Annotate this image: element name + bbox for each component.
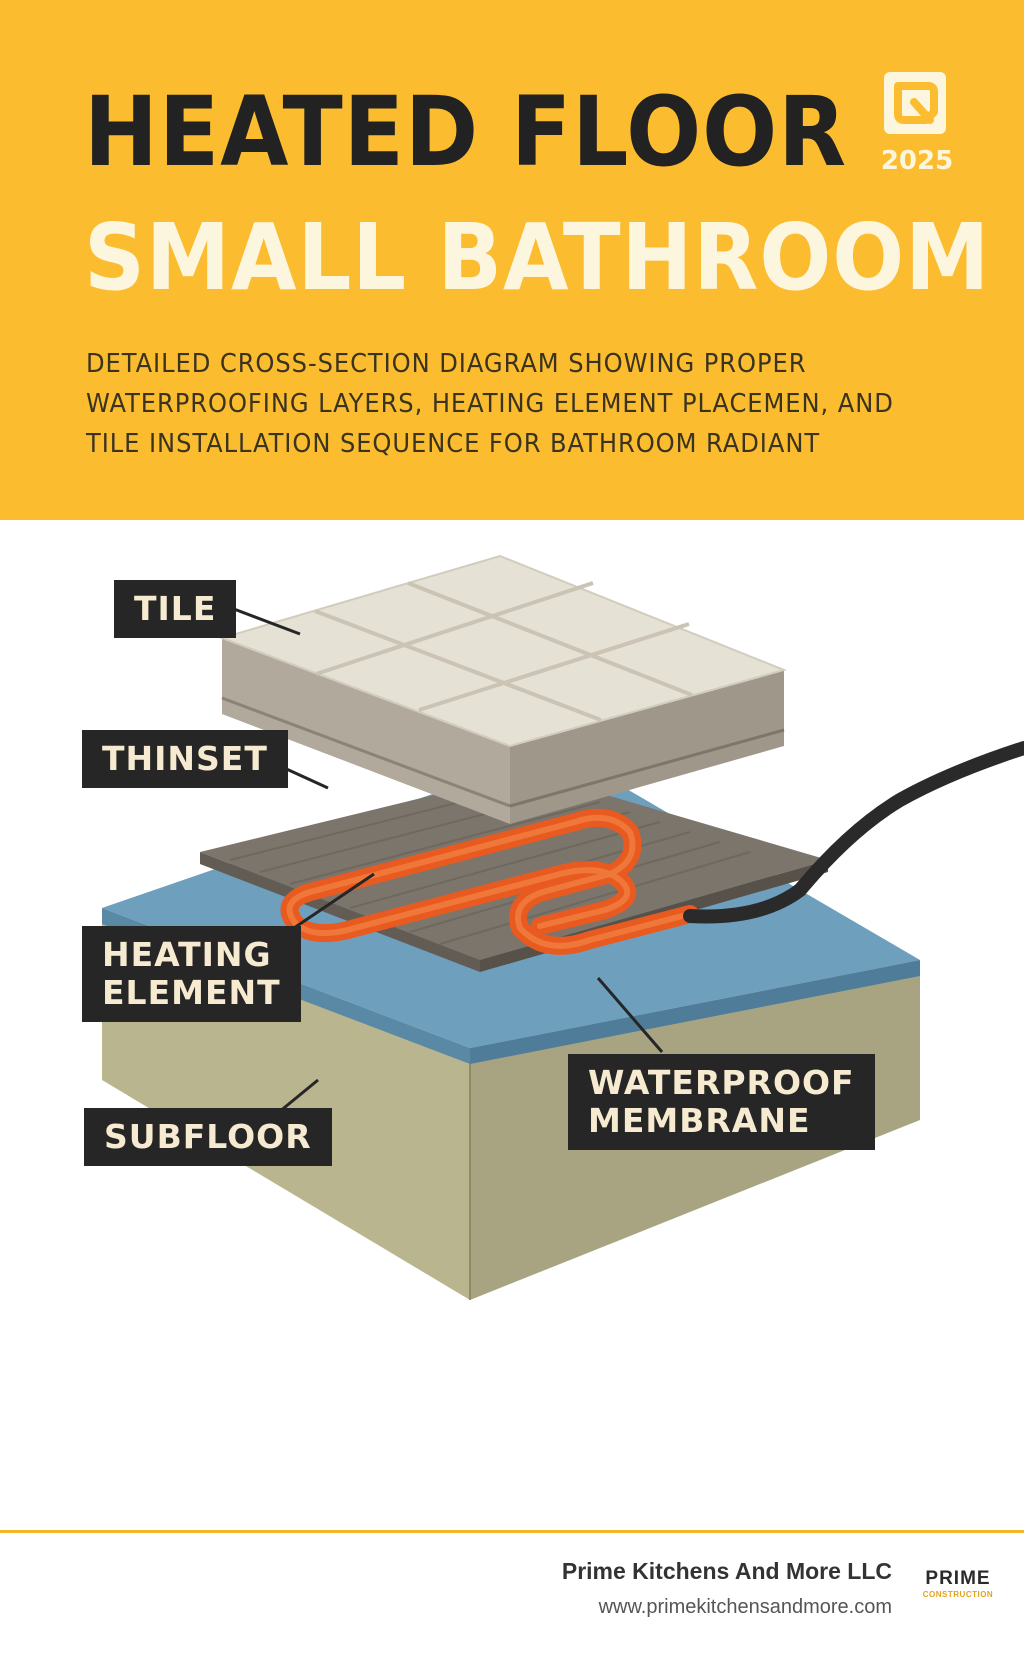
subtitle-line: WATERPROOFING LAYERS, HEATING ELEMENT PL… [86, 389, 894, 419]
leader-tile [225, 604, 301, 636]
thinset-top [200, 772, 828, 960]
subtitle-line: DETAILED CROSS-SECTION DIAGRAM SHOWING P… [86, 349, 807, 379]
year-label: 2025 [880, 146, 954, 176]
tile-top [218, 554, 788, 748]
brand-name: PRIME [925, 1568, 991, 1589]
leader-heating [293, 872, 375, 930]
title-line-1: HEATED FLOOR [84, 76, 848, 188]
label-thinset: THINSET [82, 730, 288, 788]
power-cable [683, 741, 1024, 924]
leader-membrane [596, 977, 664, 1053]
label-line: ELEMENT [102, 973, 281, 1012]
company-name: Prime Kitchens And More LLC [561, 1558, 892, 1584]
thinset-edge [200, 852, 480, 972]
title-line-2: SMALL BATHROOM [84, 204, 991, 311]
label-line: HEATING [102, 935, 272, 974]
brand-sub: CONSTRUCTION [922, 1590, 994, 1599]
membrane-side-edge [470, 960, 920, 1064]
brand-logo: PRIME CONSTRUCTION [918, 1568, 998, 1599]
footer-divider [0, 1530, 1024, 1533]
website-link[interactable]: www.primekitchensandmore.com [598, 1596, 892, 1618]
label-waterproof-membrane: WATERPROOF MEMBRANE [568, 1054, 875, 1150]
logo-icon [884, 72, 946, 134]
cross-section-diagram: TILE THINSET HEATING ELEMENT WATERPROOF … [0, 520, 1024, 1300]
label-line: MEMBRANE [588, 1101, 811, 1140]
label-line: WATERPROOF [588, 1063, 855, 1102]
header-banner: HEATED FLOOR SMALL BATHROOM 2025 DETAILE… [0, 0, 1024, 520]
tile-grout-lines [314, 581, 693, 722]
subtitle-line: TILE INSTALLATION SEQUENCE FOR BATHROOM … [86, 429, 821, 459]
subtitle: DETAILED CROSS-SECTION DIAGRAM SHOWING P… [86, 344, 986, 464]
label-subfloor: SUBFLOOR [84, 1108, 332, 1166]
label-heating-element: HEATING ELEMENT [82, 926, 301, 1022]
label-tile: TILE [114, 580, 237, 638]
